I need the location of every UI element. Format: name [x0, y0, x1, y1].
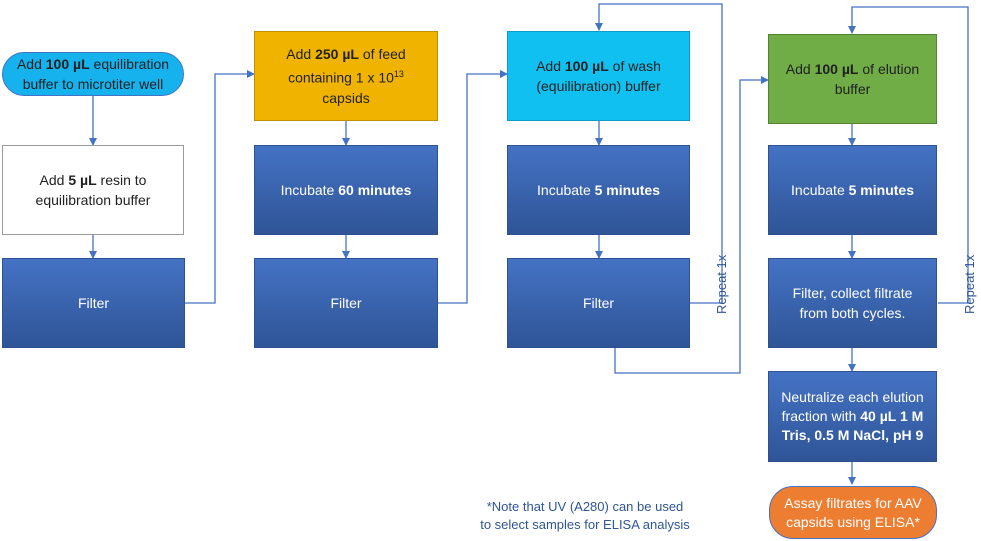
repeat-label-wash: Repeat 1x	[714, 254, 729, 314]
repeat-label-elution: Repeat 1x	[962, 254, 977, 314]
step-add-feed: Add 250 µL of feed containing 1 x 1013 c…	[254, 31, 438, 121]
footnote-line-1: *Note that UV (A280) can be used	[486, 499, 684, 514]
footnote-line-2: to select samples for ELISA analysis	[480, 517, 690, 532]
repeat-loop-wash	[595, 3, 723, 304]
step-assay-elisa: Assay filtrates for AAV capsids using EL…	[769, 486, 937, 539]
repeat-loop-elution	[848, 6, 969, 304]
step-incubate-60: Incubate 60 minutes	[254, 145, 438, 235]
arrow-s3-s4	[185, 70, 255, 304]
step-filter-collect: Filter, collect filtrate from both cycle…	[768, 258, 937, 348]
arrow-s9-s10	[614, 76, 769, 374]
step-incubate-wash: Incubate 5 minutes	[507, 145, 690, 235]
step-add-resin: Add 5 µL resin to equilibration buffer	[2, 145, 184, 235]
step-filter-1: Filter	[2, 258, 185, 348]
step-add-wash-buffer: Add 100 µL of wash (equilibration) buffe…	[507, 31, 690, 121]
arrow-s6-s7	[438, 70, 508, 304]
step-incubate-elution: Incubate 5 minutes	[768, 145, 937, 235]
step-neutralize: Neutralize each elution fraction with 40…	[768, 371, 937, 462]
footnote: *Note that UV (A280) can be used to sele…	[455, 498, 715, 534]
step-filter-2: Filter	[254, 258, 438, 348]
step-add-elution-buffer: Add 100 µL of elution buffer	[768, 34, 937, 124]
step-add-equilibration-buffer: Add 100 µL equilibration buffer to micro…	[2, 52, 184, 96]
step-filter-3: Filter	[507, 258, 690, 348]
